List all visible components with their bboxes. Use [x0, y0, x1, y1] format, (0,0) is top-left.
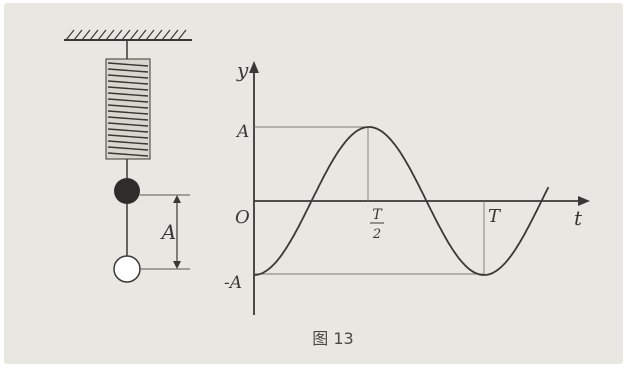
- half-period-numerator: T: [372, 207, 383, 223]
- spring-coil: [107, 104, 149, 109]
- origin-label: O: [235, 207, 250, 228]
- spring-coil: [107, 134, 149, 139]
- figure: A y t O A -A T 2 T 图 13: [4, 3, 623, 364]
- spring-coil: [107, 128, 149, 133]
- spring-coil: [107, 152, 149, 157]
- figure-drawing: A y t O A -A T 2 T 图 13: [64, 29, 590, 348]
- figure-caption: 图 13: [312, 329, 353, 348]
- amplitude-dimension: [173, 195, 181, 269]
- y-axis: [249, 61, 259, 315]
- spring-coil: [107, 62, 149, 67]
- spring-coil: [107, 86, 149, 91]
- spring-coil: [107, 116, 149, 121]
- half-period-denominator: 2: [372, 227, 381, 242]
- reference-lines: [254, 126, 485, 275]
- spring-coil: [107, 146, 149, 151]
- spring-coil: [107, 140, 149, 145]
- y-positive-amplitude-label: A: [235, 122, 249, 142]
- period-label: T: [488, 206, 502, 227]
- spring-coil: [107, 122, 149, 127]
- ceiling-support: [64, 29, 192, 41]
- spring: [105, 40, 151, 179]
- x-axis: [254, 196, 590, 206]
- displacement-curve: [253, 126, 550, 276]
- spring-coil: [107, 74, 149, 79]
- dark-ball: [114, 178, 190, 204]
- spring-coil: [107, 68, 149, 73]
- tick-labels: A -A T 2 T: [224, 122, 502, 293]
- amplitude-label: A: [160, 220, 176, 244]
- spring-coil: [107, 110, 149, 115]
- light-ball: [113, 204, 190, 283]
- spring-coil: [107, 92, 149, 97]
- y-negative-amplitude-label: -A: [224, 273, 242, 293]
- spring-coil: [107, 80, 149, 85]
- spring-coil: [107, 98, 149, 103]
- y-axis-label: y: [236, 58, 249, 82]
- x-axis-label: t: [574, 206, 583, 230]
